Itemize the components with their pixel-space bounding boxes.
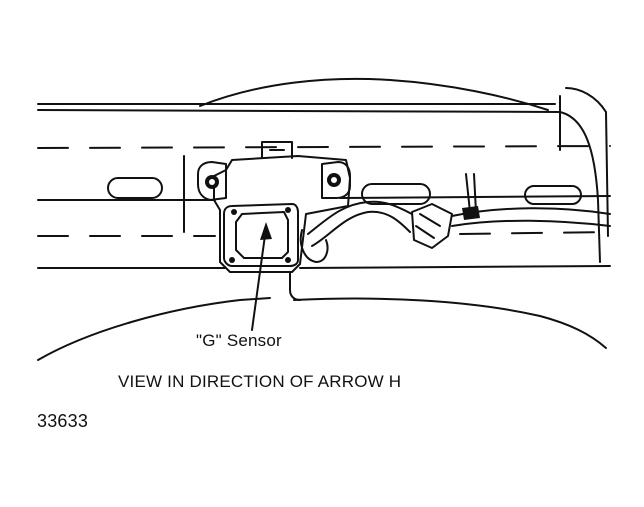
inline-connector-rib-b (415, 225, 435, 239)
sensor-connector-face (223, 203, 299, 267)
slot-hole-right (524, 185, 582, 205)
inline-connector (411, 203, 453, 249)
slot-hole-center (361, 183, 431, 205)
g-sensor-label: "G" Sensor (196, 331, 282, 350)
crossmember-dashed-lower-right (459, 231, 611, 235)
mount-step (289, 271, 301, 301)
sensor-mounting-ear-left (197, 161, 227, 201)
leader-arrowhead (260, 222, 272, 240)
inline-connector-rib (419, 213, 441, 227)
view-caption: VIEW IN DIRECTION OF ARROW H (118, 372, 402, 391)
wire-vertical-lead (465, 173, 471, 213)
right-box-outline (565, 87, 609, 237)
floor-arc-left (37, 297, 271, 361)
connector-screw-top-right (285, 207, 291, 213)
body-dome-outline (199, 77, 549, 111)
figure-number: 33633 (37, 411, 89, 431)
sensor-mounting-ear-right (321, 161, 351, 199)
panel-seam-right (559, 111, 601, 263)
label-leader-line (251, 227, 267, 331)
bracket-tab (261, 141, 293, 159)
connector-screw-bottom-left (229, 257, 235, 263)
wire-loop (299, 229, 329, 263)
floor-arc-right (293, 297, 607, 349)
connector-screw-top-left (231, 209, 237, 215)
wire-vertical-lead-b (473, 173, 477, 213)
slot-hole-left (107, 177, 163, 199)
wire-cable-right-lower (451, 219, 611, 227)
crossmember-bottom-edge-right (299, 265, 611, 269)
connector-screw-bottom-right (285, 257, 291, 263)
wire-harness-lower (311, 210, 411, 247)
sensor-connector-socket (235, 211, 289, 259)
sensor-housing-body (213, 155, 351, 273)
crossmember-top-edge-lower (37, 109, 561, 113)
wire-clip (462, 206, 480, 220)
wire-harness-upper (307, 200, 413, 235)
crossmember-dashed-upper (37, 145, 611, 149)
